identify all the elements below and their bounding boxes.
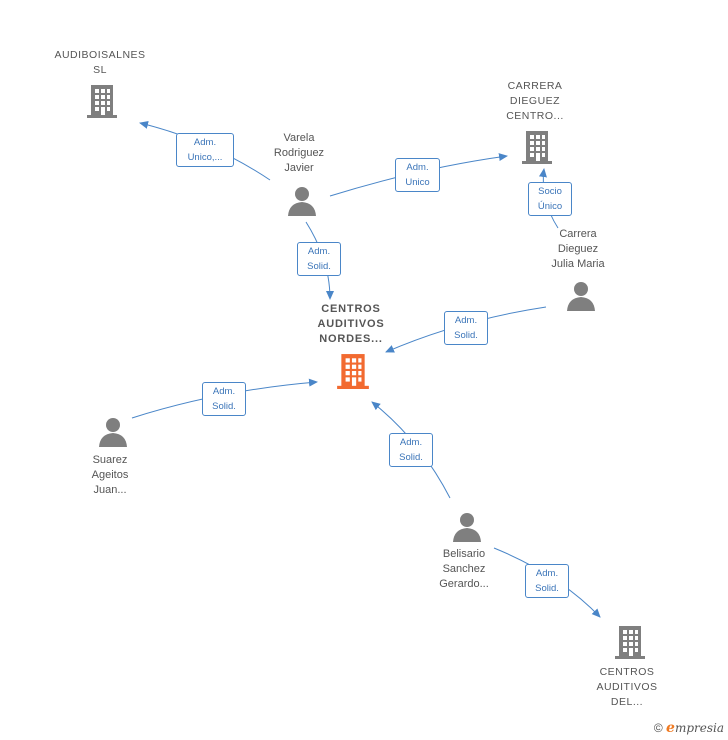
edge-label-line: Socio xyxy=(538,186,562,197)
node-label-line: NORDES... xyxy=(319,333,383,345)
node-label-line: Dieguez xyxy=(557,243,599,255)
edge-label-line: Adm. xyxy=(212,386,236,397)
person-icon xyxy=(99,418,127,447)
node-label-line: CENTROS xyxy=(599,666,655,678)
node-label-belisario[interactable]: Belisario Sanchez Gerardo... xyxy=(424,547,504,592)
node-label-line: Gerardo... xyxy=(439,578,489,590)
edge-label-line: Unico xyxy=(405,177,430,188)
edge-label-line: Adm. xyxy=(399,437,423,448)
edge-label-line: Adm. xyxy=(307,246,331,257)
node-label-line: DEL... xyxy=(610,696,644,708)
person-icon xyxy=(453,513,481,542)
node-label-audiboisalnes[interactable]: AUDIBOISALNES SL xyxy=(50,48,150,78)
edge-label-varela-carrera-centro: Adm. Unico xyxy=(395,158,440,192)
brand-logo-e: e xyxy=(666,720,675,736)
node-label-varela[interactable]: Varela Rodriguez Javier xyxy=(259,131,339,176)
edge-label-line: Adm. xyxy=(535,568,559,579)
person-icon xyxy=(567,282,595,311)
node-label-line: CARRERA xyxy=(507,80,563,92)
edge-label-line: Solid. xyxy=(212,401,236,412)
node-label-centros-del[interactable]: CENTROS AUDITIVOS DEL... xyxy=(587,665,667,710)
node-label-line: CENTROS xyxy=(321,303,381,315)
edge-label-line: Solid. xyxy=(399,452,423,463)
edge-label-line: Solid. xyxy=(307,261,331,272)
edge-label-varela-audiboisalnes: Adm. Unico,... xyxy=(176,133,234,167)
edge-label-belisario-nordes: Adm. Solid. xyxy=(389,433,433,467)
edge-label-line: Adm. xyxy=(406,162,429,173)
edge-label-belisario-centros-del: Adm. Solid. xyxy=(525,564,569,598)
brand-logo-text: mpresia xyxy=(674,721,724,735)
node-label-line: Sanchez xyxy=(442,563,486,575)
node-label-line: DIEGUEZ xyxy=(509,95,561,107)
node-label-carrera-centro[interactable]: CARRERA DIEGUEZ CENTRO... xyxy=(495,79,575,124)
edge-label-line: Único xyxy=(537,201,563,212)
edge-label-julia-nordes: Adm. Solid. xyxy=(444,311,488,345)
node-label-line: Rodriguez xyxy=(273,147,325,159)
node-label-line: Carrera xyxy=(559,228,597,240)
person-icon xyxy=(288,187,316,216)
edge-label-line: Unico,... xyxy=(187,152,223,163)
node-label-line: Javier xyxy=(284,162,314,174)
edge-label-line: Adm. xyxy=(193,137,217,148)
edge-label-varela-nordes: Adm. Solid. xyxy=(297,242,341,276)
node-label-centros-nordes[interactable]: CENTROS AUDITIVOS NORDES... xyxy=(303,302,399,347)
empresia-watermark[interactable]: © empresia xyxy=(654,720,724,736)
node-label-line: CENTRO... xyxy=(506,110,564,122)
node-label-line: AUDIBOISALNES xyxy=(54,49,146,61)
node-label-carrera-julia[interactable]: Carrera Dieguez Julia Maria xyxy=(538,227,618,272)
edge-label-julia-carrera-centro: Socio Único xyxy=(528,182,572,216)
node-label-line: AUDITIVOS xyxy=(317,318,385,330)
building-icon-focus xyxy=(337,354,369,389)
node-label-line: SL xyxy=(93,64,107,76)
node-label-line: Belisario xyxy=(442,548,486,560)
edge-label-line: Solid. xyxy=(535,583,559,594)
edge-label-line: Adm. xyxy=(454,315,478,326)
building-icon xyxy=(615,626,645,659)
node-label-line: Suarez xyxy=(92,454,128,466)
node-label-line: Juan... xyxy=(93,484,127,496)
edge-label-suarez-nordes: Adm. Solid. xyxy=(202,382,246,416)
node-label-line: Julia Maria xyxy=(551,258,605,270)
node-label-suarez[interactable]: Suarez Ageitos Juan... xyxy=(70,453,150,498)
edge-label-line: Solid. xyxy=(454,330,478,341)
node-label-line: Varela xyxy=(283,132,315,144)
copyright-symbol: © xyxy=(653,721,663,735)
building-icon xyxy=(87,85,117,118)
building-icon xyxy=(522,131,552,164)
node-label-line: Ageitos xyxy=(91,469,129,481)
node-label-line: AUDITIVOS xyxy=(596,681,658,693)
